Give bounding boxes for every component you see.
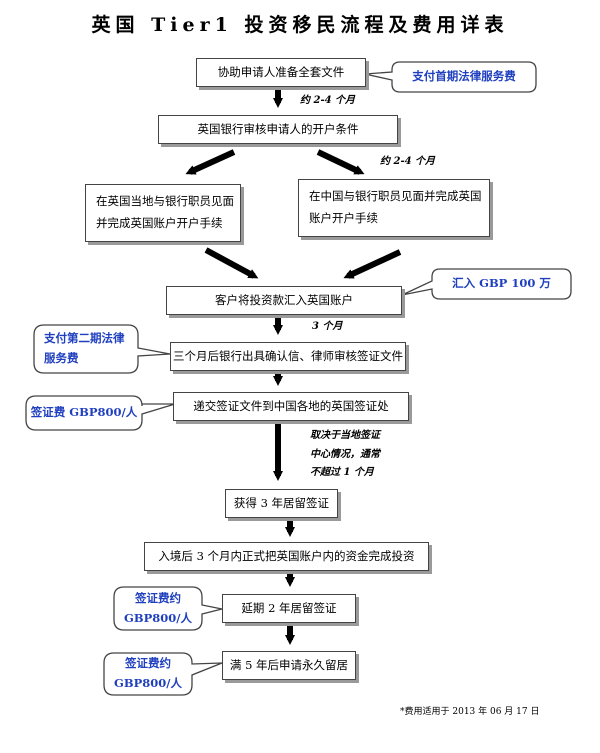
- step-3a-box: 在英国当地与银行职员见面 并完成英国账户开户手续: [85, 184, 241, 242]
- arrow-2-3a: [185, 149, 236, 175]
- footnote: *费用适用于 2013 年 06 月 17 日: [400, 707, 540, 717]
- step-5-box: 三个月后银行出具确认信、律师审核签证文件: [170, 342, 406, 371]
- note-duration-3: 3 个月: [312, 321, 343, 332]
- step-3b-box: 在中国与银行职员见面并完成英国 账户开户手续: [298, 179, 490, 237]
- callout-visa-fee3: 签证费约 GBP800/人: [114, 656, 182, 690]
- arrow-3b-4: [343, 249, 402, 279]
- diagram-title: 英国 Tier1 投资移民流程及费用详表: [91, 14, 509, 36]
- step-9-box: 延期 2 年居留签证: [222, 594, 356, 623]
- step-2-box: 英国银行审核申请人的开户条件: [158, 115, 398, 144]
- step-4-box: 客户将投资款汇入英国账户: [166, 286, 402, 315]
- callout-bubble-fee1: [364, 61, 537, 93]
- callout-fee1: 支付首期法律服务费: [412, 69, 516, 84]
- step-7-box: 获得 3 年居留签证: [225, 489, 338, 518]
- callout-fee2: 支付第二期法律 服务费: [44, 331, 125, 365]
- callout-bubble-fee2: [33, 324, 171, 374]
- step-1-box: 协助申请人准备全套文件: [196, 58, 366, 87]
- callout-bubble-remit: [401, 268, 572, 300]
- note-duration-4: 取决于当地签证 中心情况，通常 不超过 1 个月: [310, 430, 380, 478]
- callout-remit: 汇入 GBP 100 万: [452, 276, 551, 291]
- note-duration-2: 约 2-4 个月: [380, 156, 436, 167]
- note-duration-1: 约 2-4 个月: [300, 95, 356, 106]
- callout-visa-fee1: 签证费 GBP800/人: [30, 405, 138, 420]
- callout-bubble-visa-fee1: [25, 395, 176, 431]
- callout-bubble-visa-fee3: [103, 652, 223, 696]
- step-10-box: 满 5 年后申请永久留居: [222, 651, 356, 680]
- step-8-box: 入境后 3 个月内正式把英国账户内的资金完成投资: [144, 542, 429, 571]
- step-6-box: 递交签证文件到中国各地的英国签证处: [173, 392, 409, 421]
- arrow-2-3b: [316, 149, 365, 175]
- callout-bubble-visa-fee2: [113, 586, 223, 631]
- callout-visa-fee2: 签证费约 GBP800/人: [124, 590, 192, 625]
- arrow-3a-4: [204, 247, 259, 279]
